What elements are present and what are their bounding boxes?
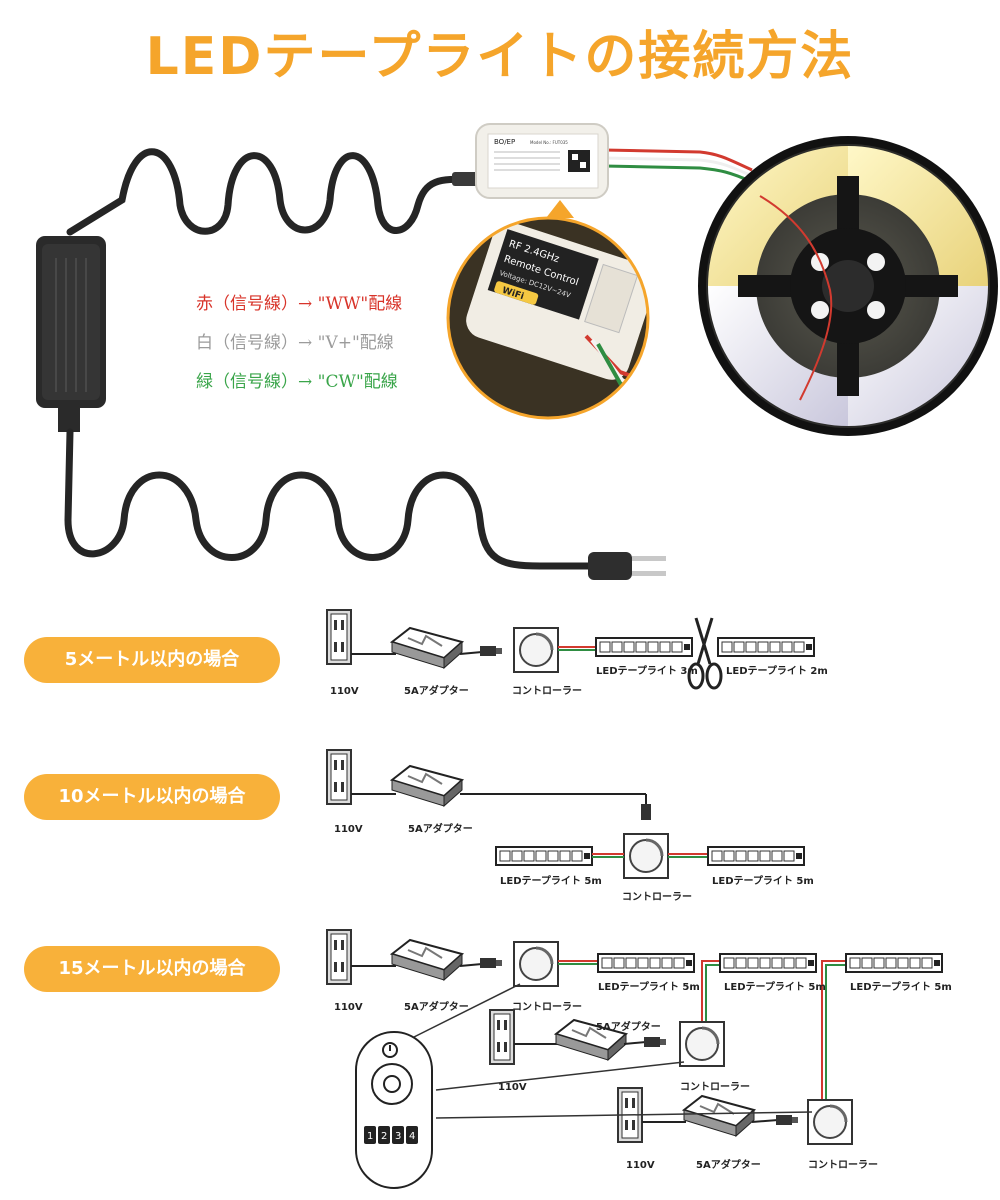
strip-label-5m: LEDテープライト 5m — [724, 980, 826, 993]
led-strip-icon — [495, 846, 593, 866]
controller-label: コントローラー — [680, 1081, 750, 1093]
controller-icon — [512, 940, 560, 988]
remote-button-3: 3 — [395, 1131, 401, 1142]
dc-cable-upper — [66, 148, 474, 236]
adapter-label: 5Aアダプター — [596, 1020, 661, 1033]
plug-icon — [776, 1115, 798, 1125]
controller-icon — [806, 1098, 854, 1146]
outlet-label: 110V — [334, 824, 363, 835]
wiring-white: 白（信号線）→ "V+"配線 — [196, 328, 394, 353]
controller-label: コントローラー — [512, 1001, 582, 1013]
diagram-5m: 110V 5Aアダプター コントローラー LEDテープライト 3m LEDテープ… — [326, 609, 828, 697]
plug-icon — [641, 804, 651, 820]
wiring-red-text: 赤（信号線）→ "WW"配線 — [196, 294, 403, 314]
dc-plug — [452, 172, 478, 186]
controller-label: コントローラー — [512, 685, 582, 697]
controller-icon — [512, 626, 560, 674]
led-strip-icon — [707, 846, 805, 866]
outlet-label: 110V — [498, 1082, 527, 1093]
plug-icon — [644, 1037, 666, 1047]
adapter-icon — [391, 627, 463, 669]
diagram-15m: 110V 5Aアダプター コントローラー LEDテープライト 5m LEDテープ… — [326, 929, 952, 1189]
remote-control: 1 2 3 4 — [355, 1031, 433, 1189]
outlet-icon — [326, 929, 352, 985]
controller-brand: BO/EP — [494, 138, 515, 146]
diagram-10m: 110V 5Aアダプター LEDテープライト 5m コントローラー LEDテープ… — [326, 749, 814, 903]
zoom-pointer — [546, 200, 574, 218]
led-strip-icon — [595, 637, 693, 657]
signal-wires — [603, 148, 753, 172]
wiring-green-text: 緑（信号線）→ "CW"配線 — [196, 372, 398, 392]
controller-model-text: Model No.: FUT035 — [530, 140, 568, 145]
section-pill-15m: 15メートル以内の場合 — [24, 946, 280, 992]
remote-button-1: 1 — [367, 1131, 373, 1142]
controller-label: コントローラー — [808, 1159, 878, 1171]
zoom-detail: RF 2.4GHz Remote Control Voltage: DC12V~… — [448, 218, 648, 418]
remote-button-2: 2 — [381, 1131, 387, 1142]
outlet-icon — [326, 609, 352, 665]
power-adapter — [36, 236, 106, 432]
strip-label-2m: LEDテープライト 2m — [726, 664, 828, 677]
outlet-label: 110V — [626, 1160, 655, 1171]
ac-cable-lower — [64, 428, 594, 570]
led-strip-icon — [717, 637, 815, 657]
adapter-label: 5Aアダプター — [404, 1000, 469, 1013]
outlet-label: 110V — [334, 1002, 363, 1013]
strip-label-5m: LEDテープライト 5m — [712, 874, 814, 887]
plug-icon — [480, 646, 502, 656]
controller-icon — [678, 1020, 726, 1068]
qr-code — [568, 150, 590, 172]
controller-icon — [622, 832, 670, 880]
strip-label-3m: LEDテープライト 3m — [596, 664, 698, 677]
adapter-label: 5Aアダプター — [696, 1158, 761, 1171]
wiring-green: 緑（信号線）→ "CW"配線 — [196, 367, 398, 392]
strip-label-5m: LEDテープライト 5m — [500, 874, 602, 887]
product-photo: BO/EP Model No.: FUT035 RF 2.4GHz Remote… — [36, 123, 998, 580]
adapter-icon — [391, 939, 463, 981]
controller-box: BO/EP Model No.: FUT035 — [475, 123, 609, 199]
led-strip-icon — [719, 953, 817, 973]
wiring-red: 赤（信号線）→ "WW"配線 — [196, 289, 402, 314]
page-title: LEDテープライトの接続方法 — [145, 27, 855, 87]
adapter-icon — [683, 1095, 755, 1137]
plug-icon — [480, 958, 502, 968]
scissors-icon — [687, 617, 723, 690]
section-pill-10m: 10メートル以内の場合 — [24, 774, 280, 820]
wiring-diagrams: 110V 5Aアダプター コントローラー LEDテープライト 3m LEDテープ… — [326, 609, 952, 1189]
remote-button-4: 4 — [409, 1131, 415, 1142]
controller-label: コントローラー — [622, 891, 692, 903]
strip-label-5m: LEDテープライト 5m — [850, 980, 952, 993]
outlet-icon — [326, 749, 352, 805]
wiring-white-text: 白（信号線）→ "V+"配線 — [196, 333, 394, 353]
adapter-label: 5Aアダプター — [404, 684, 469, 697]
adapter-label: 5Aアダプター — [408, 822, 473, 835]
led-strip-icon — [845, 953, 943, 973]
outlet-icon — [489, 1009, 515, 1065]
led-reel — [698, 136, 998, 436]
strip-label-5m: LEDテープライト 5m — [598, 980, 700, 993]
led-strip-icon — [597, 953, 695, 973]
ac-plug — [588, 552, 666, 580]
section-pill-5m: 5メートル以内の場合 — [24, 637, 280, 683]
adapter-icon — [391, 765, 463, 807]
outlet-label: 110V — [330, 686, 359, 697]
